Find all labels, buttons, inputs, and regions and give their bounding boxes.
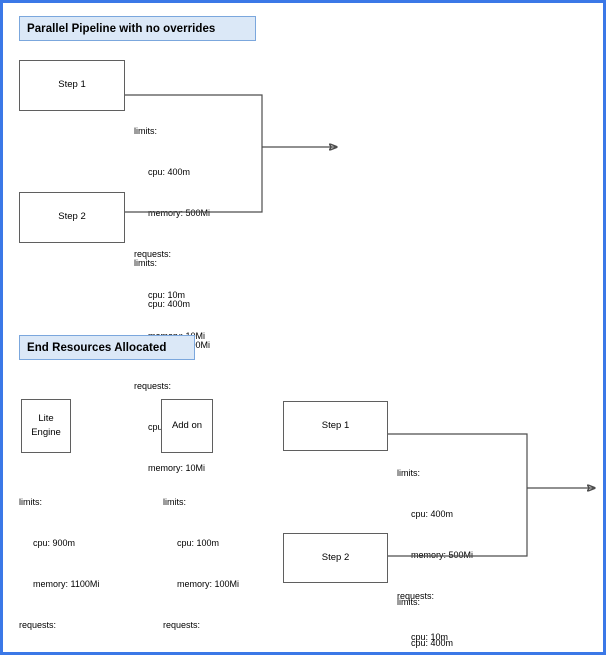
limits-cpu: cpu: 400m [411, 509, 454, 520]
limits-label: limits: [134, 126, 157, 137]
limits-memory: memory: 1100Mi [33, 579, 100, 590]
requests-label: requests: [134, 381, 172, 392]
requests-memory: memory: 10Mi [148, 463, 206, 474]
node-label: Step 2 [321, 551, 350, 563]
limits-label: limits: [134, 258, 157, 269]
section-title-end-resources: End Resources Allocated [19, 335, 195, 360]
node-label: Step 1 [58, 79, 86, 91]
limits-memory: memory: 500Mi [411, 550, 474, 561]
node-label: Add on [171, 419, 203, 431]
node-step-1-bottom[interactable]: Step 1 [283, 401, 388, 451]
requests-cpu: cpu: 10m [411, 632, 449, 643]
requests-label: requests: [19, 620, 57, 631]
limits-cpu: cpu: 400m [148, 299, 191, 310]
spec-step-2-top: limits: cpu: 400m memory: 500Mi requests… [134, 230, 210, 503]
requests-label: requests: [134, 249, 172, 260]
node-label-line-1: Lite [38, 413, 54, 425]
limits-memory: memory: 100Mi [177, 579, 240, 590]
spec-step-2-bottom: limits: cpu: 400m memory: 500Mi requests… [397, 569, 473, 652]
limits-cpu: cpu: 100m [177, 538, 220, 549]
requests-label: requests: [397, 591, 435, 602]
node-label-line-2: Engine [31, 427, 61, 438]
limits-label: limits: [397, 597, 420, 608]
node-label: Step 2 [58, 211, 86, 223]
spec-lite-engine: limits: cpu: 900m memory: 1100Mi request… [19, 469, 100, 652]
node-step-1-top[interactable]: Step 1 [19, 60, 125, 111]
node-step-2-top[interactable]: Step 2 [19, 192, 125, 243]
node-add-on[interactable]: Add on [161, 399, 213, 453]
node-step-2-bottom[interactable]: Step 2 [283, 533, 388, 583]
section-title-parallel-pipeline: Parallel Pipeline with no overrides [19, 16, 256, 41]
limits-cpu: cpu: 400m [411, 638, 454, 649]
limits-memory: memory: 500Mi [148, 208, 211, 219]
limits-cpu: cpu: 400m [148, 167, 191, 178]
requests-cpu: cpu: 10m [148, 290, 186, 301]
spec-add-on: limits: cpu: 100m memory: 100Mi requests… [163, 469, 240, 652]
limits-label: limits: [397, 468, 420, 479]
requests-label: requests: [163, 620, 201, 631]
limits-label: limits: [163, 497, 186, 508]
limits-label: limits: [19, 497, 42, 508]
node-label: Step 1 [321, 419, 350, 431]
limits-cpu: cpu: 900m [33, 538, 76, 549]
